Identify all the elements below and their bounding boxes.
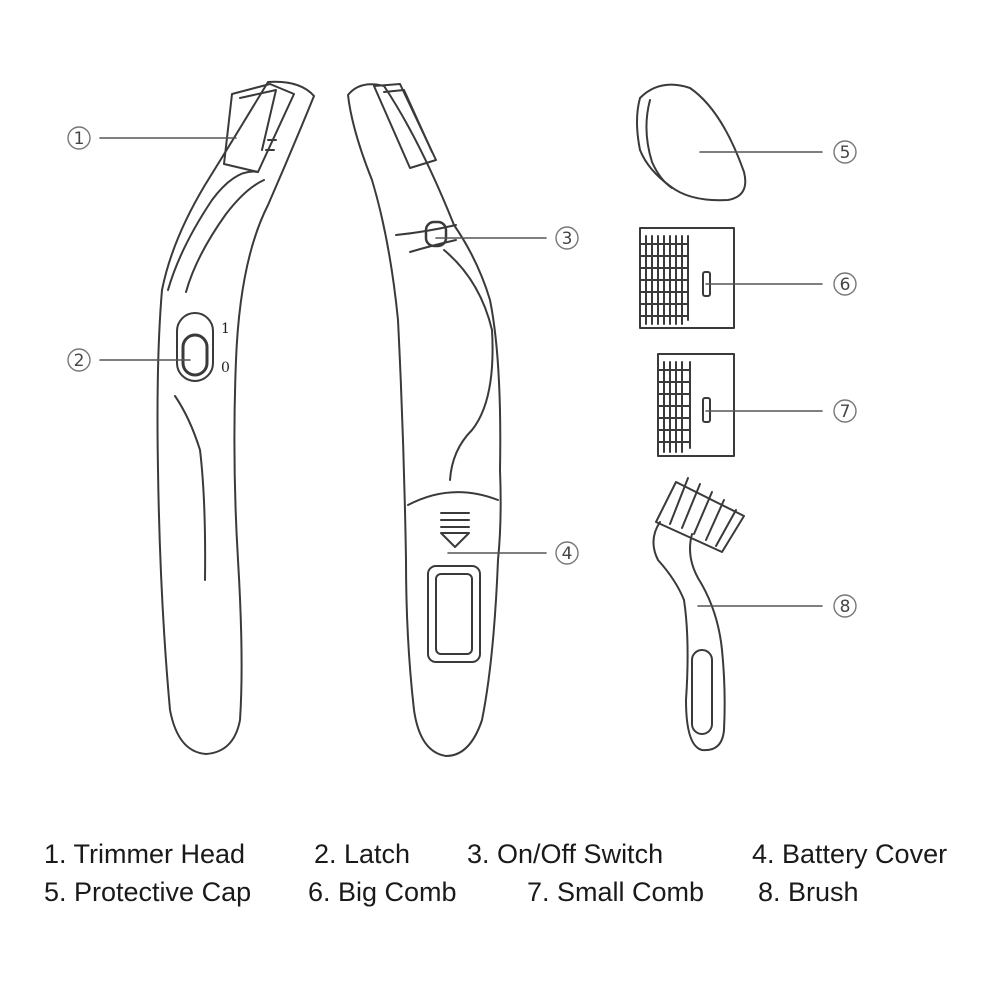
parts-legend: 1. Trimmer Head 2. Latch 3. On/Off Switc… [0,832,1000,922]
legend-item-on-off-switch: 3. On/Off Switch [467,839,664,869]
leader-lines [99,137,823,607]
callout-3: 3 [562,229,573,249]
legend-item-small-comb: 7. Small Comb [527,877,705,907]
callout-8: 8 [840,597,851,617]
legend-item-latch: 2. Latch [314,839,411,869]
on-off-switch [424,220,448,248]
battery-cover-top [407,491,499,506]
legend-item-protective-cap: 5. Protective Cap [44,877,252,907]
latch-slot [176,312,214,382]
callout-7: 7 [840,402,851,422]
protective-cap [636,83,747,202]
back-blade [373,83,437,169]
switch-mark-off: 0 [221,360,230,376]
callout-5: 5 [840,143,851,163]
latch-knob [181,333,209,377]
callout-1: 1 [74,129,85,149]
legend-item-brush: 8. Brush [758,877,859,907]
callout-6: 6 [840,275,851,295]
legend-item-big-comb: 6. Big Comb [308,877,457,907]
legend-item-battery-cover: 4. Battery Cover [752,839,948,869]
small-comb [657,353,735,457]
trimmer-head-blade [223,83,295,173]
cleaning-brush [652,477,745,752]
big-comb [639,227,735,329]
switch-mark-on: 1 [221,321,230,337]
callout-4: 4 [562,544,573,564]
callout-circles [67,126,857,618]
front-groove [174,395,207,581]
legend-item-trimmer-head: 1. Trimmer Head [44,839,246,869]
trimmer-back-view [347,83,502,757]
callout-2: 2 [74,351,85,371]
trimmer-front-view [156,80,315,755]
battery-window [427,565,481,663]
